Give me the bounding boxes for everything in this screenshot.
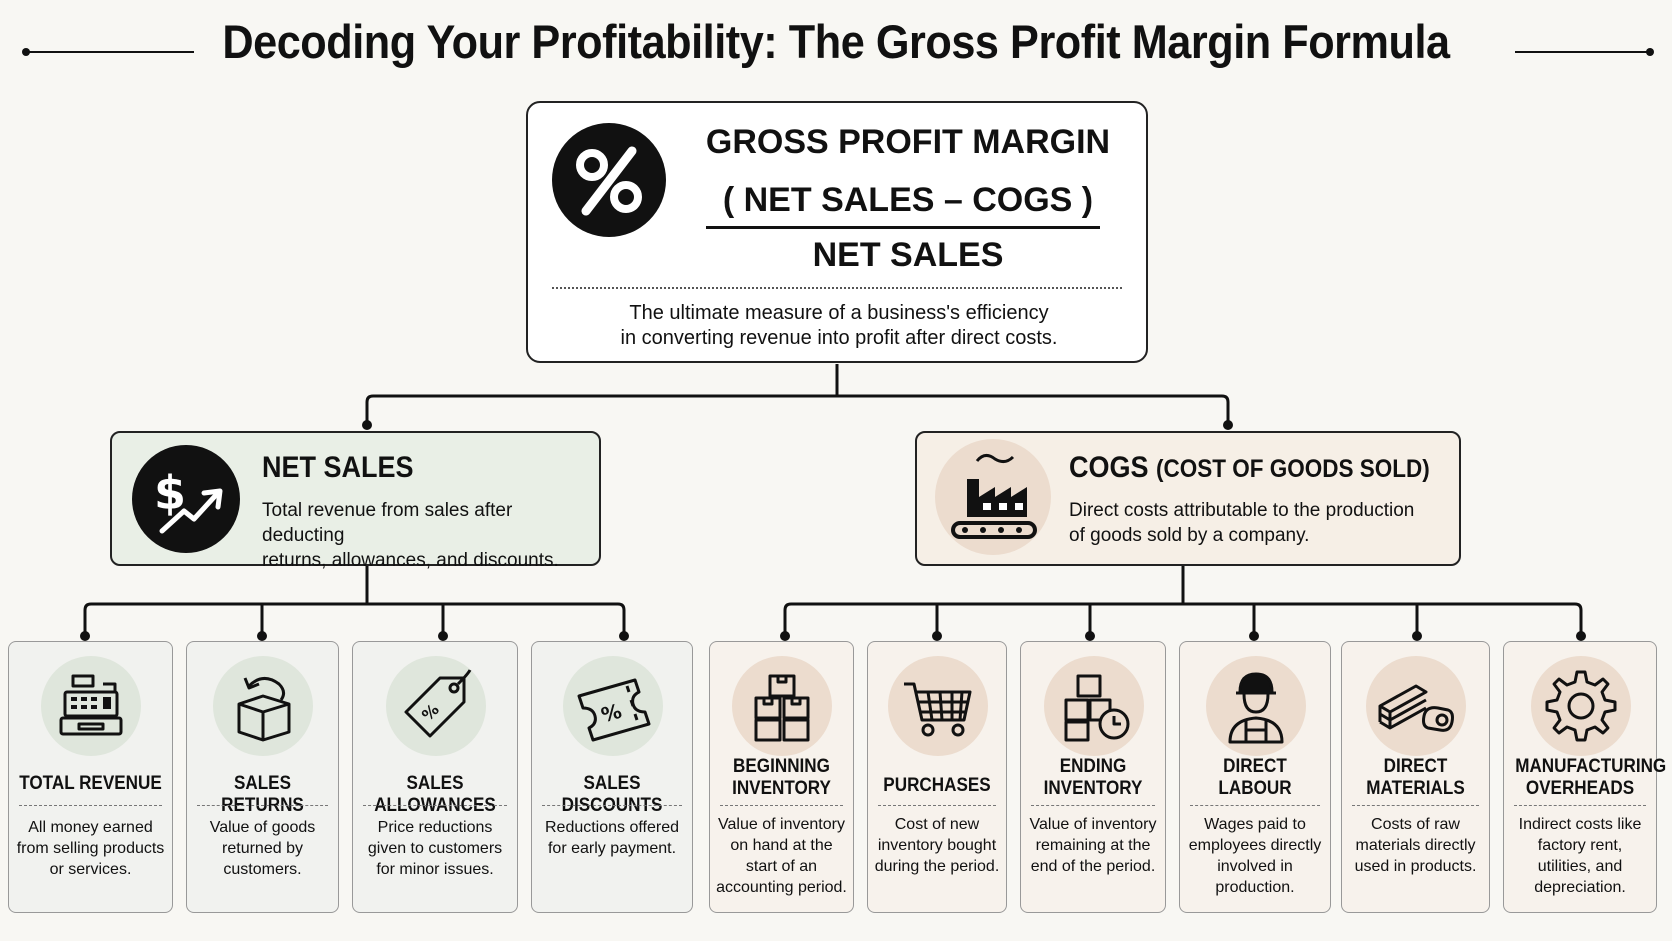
net-sales-description-line: Total revenue from sales after deducting — [262, 500, 513, 546]
factory-icon — [935, 439, 1051, 555]
leaf-direct-labour: DIRECT LABOUR Wages paid to employees di… — [1179, 641, 1331, 913]
formula-heading: GROSS PROFIT MARGIN — [705, 123, 1111, 161]
leaf-manufacturing-overheads: MANUFACTURING OVERHEADS Indirect costs l… — [1503, 641, 1667, 913]
title-rule-left — [26, 51, 194, 53]
leaf-separator — [1352, 805, 1479, 806]
leaf-title: PURCHASES — [883, 775, 991, 796]
cogs-description-line: Direct costs attributable to the product… — [1069, 500, 1415, 521]
svg-text:%: % — [418, 700, 443, 725]
formula-description-line: The ultimate measure of a business's eff… — [629, 302, 1049, 324]
boxes-clock-icon — [1044, 656, 1144, 756]
formula-card: GROSS PROFIT MARGIN ( NET SALES – COGS )… — [526, 101, 1148, 363]
leaf-description: All money earned from selling products o… — [16, 819, 165, 878]
net-sales-card: $ NET SALES Total revenue from sales aft… — [110, 431, 601, 571]
leaf-separator — [197, 805, 328, 806]
leaf-sales-discounts: % SALES DISCOUNTS Reductions offered for… — [531, 641, 693, 913]
gear-icon — [1531, 656, 1631, 756]
title-rule-right-dot — [1646, 48, 1654, 56]
leaf-title: DIRECT MATERIALS — [1366, 756, 1465, 799]
leaf-description: Reductions offered for early payment. — [544, 819, 679, 857]
price-tag-icon: % — [386, 656, 486, 756]
leaf-separator — [1190, 805, 1320, 806]
leaf-title: SALES ALLOWANCES — [374, 773, 496, 816]
leaf-title: MANUFACTURING OVERHEADS — [1515, 756, 1667, 799]
formula-divider — [552, 287, 1122, 289]
leaf-title: TOTAL REVENUE — [19, 773, 162, 794]
leaf-purchases: PURCHASES Cost of new inventory bought d… — [867, 641, 1007, 913]
title-rule-right — [1515, 51, 1650, 53]
percent-icon — [552, 123, 666, 237]
materials-icon — [1366, 656, 1466, 756]
cogs-title-sub: (COST OF GOODS SOLD) — [1156, 455, 1430, 483]
cogs-title: COGS (COST OF GOODS SOLD) — [1069, 451, 1430, 485]
leaf-title: ENDING INVENTORY — [1043, 756, 1143, 799]
leaf-beginning-inventory: BEGINNING INVENTORY Value of inventory o… — [709, 641, 854, 913]
leaf-description: Value of inventory remaining at the end … — [1029, 816, 1157, 875]
return-box-icon — [213, 656, 313, 756]
leaf-sales-returns: SALES RETURNS Value of goods returned by… — [186, 641, 339, 913]
leaf-ending-inventory: ENDING INVENTORY Value of inventory rema… — [1020, 641, 1166, 913]
fraction-bar — [706, 226, 1100, 229]
leaf-separator — [542, 805, 682, 806]
leaf-description: Price reductions given to customers for … — [367, 819, 503, 878]
leaf-description: Value of inventory on hand at the start … — [716, 816, 847, 896]
stacked-boxes-icon — [732, 656, 832, 756]
cogs-description-line: of goods sold by a company. — [1069, 525, 1310, 546]
leaf-separator — [878, 805, 996, 806]
leaf-separator — [363, 805, 507, 806]
leaf-direct-materials: DIRECT MATERIALS Costs of raw materials … — [1341, 641, 1490, 913]
discount-ticket-icon: % — [563, 656, 663, 756]
formula-denominator: NET SALES — [812, 236, 1004, 274]
leaf-description: Costs of raw materials directly used in … — [1354, 816, 1477, 875]
formula-description: The ultimate measure of a business's eff… — [538, 301, 1140, 351]
leaf-total-revenue: TOTAL REVENUE All money earned from sell… — [8, 641, 173, 913]
net-sales-title: NET SALES — [262, 451, 414, 484]
formula-numerator: ( NET SALES – COGS ) — [722, 181, 1094, 219]
page-title: Decoding Your Profitability: The Gross P… — [222, 15, 1450, 68]
net-sales-description-line: returns, allowances, and discounts. — [262, 550, 559, 571]
leaf-separator — [1031, 805, 1155, 806]
leaf-description: Wages paid to employees directly involve… — [1188, 816, 1322, 896]
leaf-title: SALES RETURNS — [221, 773, 304, 816]
cogs-card: COGS (COST OF GOODS SOLD) Direct costs a… — [915, 431, 1461, 566]
formula-description-line: in converting revenue into profit after … — [620, 327, 1058, 349]
net-sales-description: Total revenue from sales after deducting… — [262, 498, 599, 573]
leaf-description: Cost of new inventory bought during the … — [874, 816, 1000, 875]
svg-text:%: % — [598, 699, 624, 728]
worker-icon — [1206, 656, 1306, 756]
leaf-description: Value of goods returned by customers. — [209, 819, 316, 878]
leaf-title: SALES DISCOUNTS — [561, 773, 663, 816]
leaf-title: BEGINNING INVENTORY — [732, 756, 831, 799]
leaf-separator — [19, 805, 162, 806]
leaf-title: DIRECT LABOUR — [1218, 756, 1292, 799]
dollar-growth-icon: $ — [132, 445, 240, 553]
leaf-separator — [720, 805, 843, 806]
cogs-description: Direct costs attributable to the product… — [1069, 498, 1414, 548]
cash-register-icon — [41, 656, 141, 756]
leaf-separator — [1514, 805, 1646, 806]
leaf-description: Indirect costs like factory rent, utilit… — [1518, 816, 1642, 896]
leaf-sales-allowances: % SALES ALLOWANCES Price reductions give… — [352, 641, 518, 913]
shopping-cart-icon — [888, 656, 988, 756]
cogs-title-main: COGS — [1069, 451, 1149, 484]
